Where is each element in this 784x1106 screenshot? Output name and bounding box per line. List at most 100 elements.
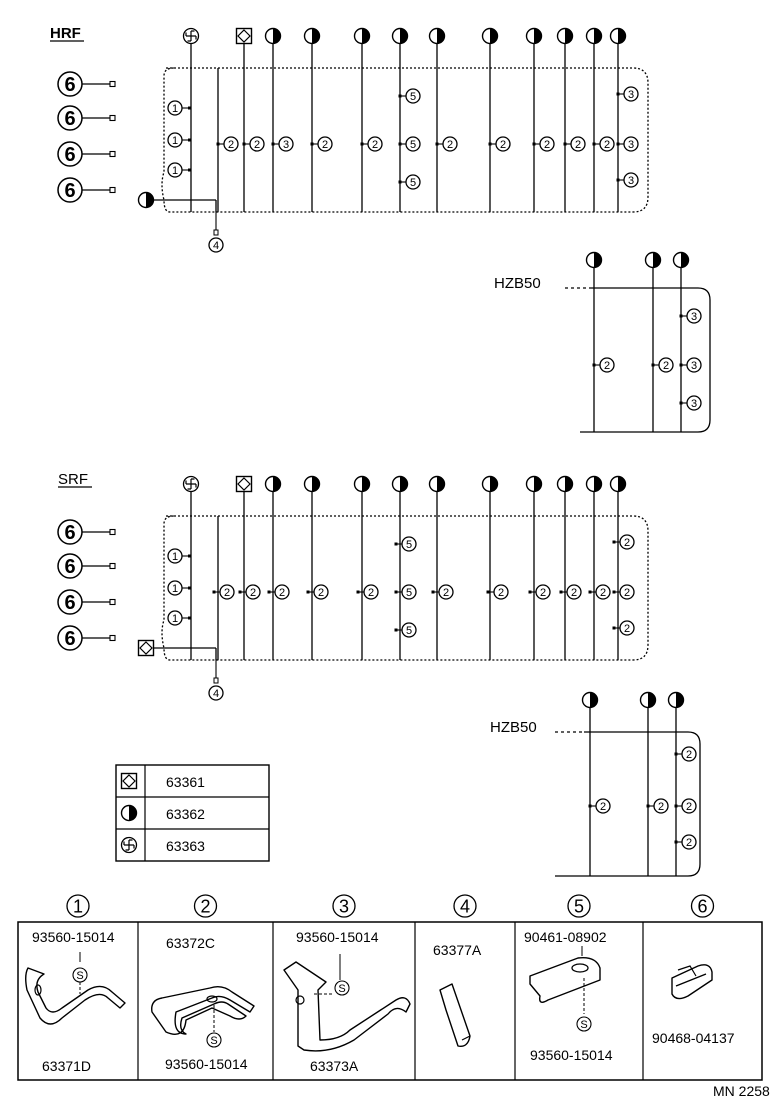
clip-callout-2: 2: [313, 584, 329, 600]
svg-text:6: 6: [64, 144, 75, 166]
half-circle-icon: [303, 27, 321, 45]
callout-number: 5: [406, 625, 412, 637]
clip-callout-1: 1: [167, 132, 183, 148]
clip-callout-3: 3: [686, 308, 702, 324]
section-label-hrf: HRF: [50, 25, 81, 42]
callout-number: 2: [318, 587, 324, 599]
half-circle-icon: [428, 475, 446, 493]
callout-number: 2: [575, 139, 581, 151]
hzb50-bottom-piping-diagram: 2 2 2 2 2: [555, 691, 701, 877]
part-number: 90468-04137: [652, 1030, 735, 1046]
half-circle-icon: [303, 475, 321, 493]
half-circle-icon: [581, 691, 599, 709]
callout-number: 2: [624, 623, 630, 635]
callout-number: 5: [406, 587, 412, 599]
half-circle-icon: [556, 27, 574, 45]
section-label-hzb50-top: HZB50: [494, 275, 541, 292]
callout-number: 2: [200, 896, 210, 916]
clip-callout-2: 2: [539, 136, 555, 152]
clip-callout-2: 2: [595, 584, 611, 600]
callout-number: 3: [691, 398, 697, 410]
callout-number: 2: [686, 837, 692, 849]
callout-number: 2: [322, 139, 328, 151]
legend-table: 63361 63362 63363: [115, 764, 270, 862]
half-circle-icon: [428, 27, 446, 45]
half-circle-icon: [672, 251, 690, 269]
callout-number: 2: [447, 139, 453, 151]
clip-callout-2: 2: [535, 584, 551, 600]
section-label-srf: SRF: [58, 471, 88, 488]
clip-callout-5: 5: [401, 622, 417, 638]
part-number: 93560-15014: [165, 1056, 248, 1072]
clip-callout-6: 6: [57, 105, 116, 131]
s-mark: S: [210, 1035, 217, 1047]
clip-callout-6: 6: [57, 519, 116, 545]
half-circle-icon: [609, 475, 627, 493]
legend-part-no: 63362: [166, 806, 205, 822]
callout-number: 1: [172, 583, 178, 595]
callout-number: 3: [628, 175, 634, 187]
callout-number: 2: [600, 587, 606, 599]
clip-callout-5: 5: [401, 536, 417, 552]
callout-number: 2: [604, 139, 610, 151]
square-diamond-icon: [120, 772, 138, 790]
callout-number: 2: [372, 139, 378, 151]
half-circle-icon: [353, 475, 371, 493]
callout-number: 5: [410, 91, 416, 103]
callout-number: 3: [628, 139, 634, 151]
callout-number: 2: [571, 587, 577, 599]
part-number: 93560-15014: [530, 1047, 613, 1063]
half-circle-icon: [639, 691, 657, 709]
half-circle-icon: [137, 191, 155, 209]
callout-number: 2: [254, 139, 260, 151]
callout-number: 2: [228, 139, 234, 151]
svg-text:6: 6: [64, 592, 75, 614]
callout-number: 2: [686, 801, 692, 813]
callout-number: 2: [368, 587, 374, 599]
callout-number: 2: [658, 801, 664, 813]
clip-callout-2: 2: [223, 136, 239, 152]
section-label-hzb50-bottom: HZB50: [490, 719, 537, 736]
clip-callout-4: 4: [208, 685, 224, 701]
part-number: 63377A: [433, 942, 482, 958]
callout-number: 2: [498, 587, 504, 599]
clip-callout-2: 2: [599, 136, 615, 152]
part-number: 63371D: [42, 1058, 91, 1074]
clip-callout-2: 2: [595, 798, 611, 814]
callout-number: 5: [406, 539, 412, 551]
callout-number: 5: [410, 139, 416, 151]
half-circle-icon: [391, 475, 409, 493]
s-mark: S: [76, 970, 83, 982]
callout-number: 2: [600, 801, 606, 813]
callout-number: 3: [339, 896, 349, 916]
callout-number: 2: [500, 139, 506, 151]
clip-callout-2: 2: [653, 798, 669, 814]
clip-callout-2: 2: [438, 584, 454, 600]
callout-number: 1: [172, 551, 178, 563]
clip-callout-1: 1: [167, 610, 183, 626]
half-circle-icon: [609, 27, 627, 45]
callout-number: 2: [604, 360, 610, 372]
clip-callout-2: 2: [681, 746, 697, 762]
clip-callout-2: 2: [219, 584, 235, 600]
clip-callout-3: 3: [332, 894, 356, 918]
clip-callout-3: 3: [686, 395, 702, 411]
half-circle-icon: [644, 251, 662, 269]
clip-callout-2: 2: [566, 584, 582, 600]
callout-number: 2: [443, 587, 449, 599]
svg-text:6: 6: [64, 180, 75, 202]
diagram-code: MN 2258: [713, 1083, 770, 1099]
callout-number: 5: [410, 177, 416, 189]
svg-text:6: 6: [64, 556, 75, 578]
callout-number: 2: [663, 360, 669, 372]
clip-callout-1: 1: [167, 580, 183, 596]
half-circle-icon: [585, 475, 603, 493]
clip-callout-2: 2: [619, 584, 635, 600]
clip-callout-2: 2: [245, 584, 261, 600]
part-number: 63373A: [310, 1058, 359, 1074]
clip-callout-1: 1: [66, 894, 90, 918]
clip-callout-2: 2: [493, 584, 509, 600]
